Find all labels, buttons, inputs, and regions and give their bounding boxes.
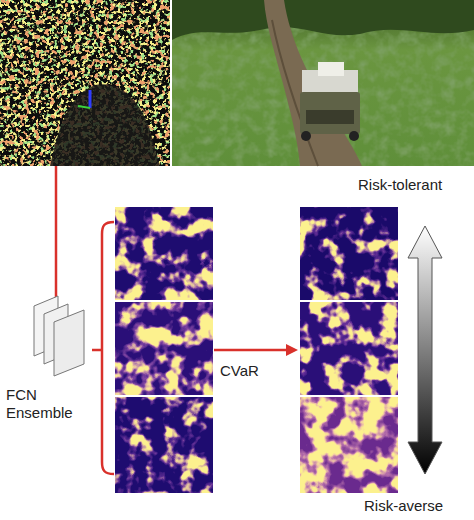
vehicle-photo (172, 0, 474, 166)
arrow-head (286, 344, 298, 356)
network-icon (34, 296, 84, 376)
annotation-label: Risk-tolerant (356, 176, 444, 194)
cost-map (300, 207, 398, 493)
ensemble-node: FCN Ensemble (4, 384, 94, 424)
point-cloud (0, 0, 170, 166)
node-text: FCN Ensemble (6, 386, 92, 422)
cost-map (115, 207, 213, 493)
annotation-label: Risk-averse (362, 497, 445, 515)
risk-arrow (408, 226, 442, 474)
annotation-label: CVaR (218, 362, 261, 380)
